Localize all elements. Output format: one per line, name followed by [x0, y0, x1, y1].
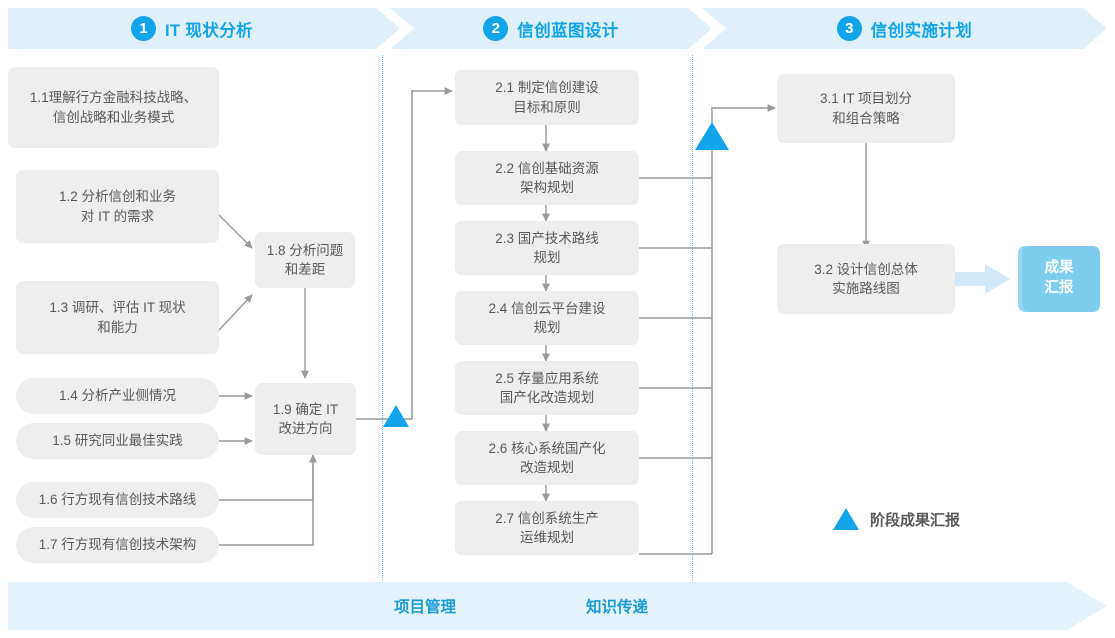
phase-divider-1-2: [382, 55, 383, 580]
milestone-triangle-icon: [833, 508, 859, 530]
phase-1-label: IT 现状分析: [164, 21, 254, 40]
task-2-4[interactable]: 2.4 信创云平台建设 规划: [455, 291, 639, 345]
task-2-6[interactable]: 2.6 核心系统国产化 改造规划: [455, 431, 639, 485]
legend-label: 阶段成果汇报: [870, 511, 961, 529]
task-3-2[interactable]: 3.2 设计信创总体 实施路线图: [777, 244, 955, 314]
task-2-3[interactable]: 2.3 国产技术路线 规划: [455, 221, 639, 275]
phase-2-label: 信创蓝图设计: [517, 21, 619, 40]
task-1-3[interactable]: 1.3 调研、评估 IT 现状 和能力: [16, 281, 219, 354]
swimlane-item-project-management[interactable]: 项目管理: [394, 599, 457, 616]
task-2-5[interactable]: 2.5 存量应用系统 国产化改造规划: [455, 361, 639, 415]
deliverable-arrow: [952, 264, 1010, 294]
phase-header-1: 1 IT 现状分析: [8, 8, 400, 49]
task-1-7[interactable]: 1.7 行方现有信创技术架构: [16, 527, 219, 563]
task-1-1[interactable]: 1.1理解行方金融科技战略、 信创战略和业务模式: [8, 67, 219, 148]
phase-header-3-bg: [702, 8, 1107, 49]
milestone-triangle-phase2: [695, 122, 729, 150]
phase-divider-2-3: [692, 55, 693, 580]
task-1-8[interactable]: 1.8 分析问题 和差距: [255, 232, 355, 288]
milestone-triangle-phase1: [383, 405, 409, 427]
bottom-swimlane: 项目管理 知识传递: [8, 582, 1107, 630]
task-2-2[interactable]: 2.2 信创基础资源 架构规划: [455, 151, 639, 205]
phase-1-number: 1: [130, 16, 156, 41]
deliverable-badge[interactable]: 成果 汇报: [1018, 246, 1100, 312]
swimlane-item-knowledge-transfer[interactable]: 知识传递: [586, 599, 649, 616]
task-2-7[interactable]: 2.7 信创系统生产 运维规划: [455, 501, 639, 555]
phase-2-number: 2: [483, 16, 509, 41]
legend: 阶段成果汇报: [833, 508, 960, 530]
task-1-6[interactable]: 1.6 行方现有信创技术路线: [16, 482, 219, 518]
phase-3-number: 3: [836, 16, 862, 41]
task-1-4[interactable]: 1.4 分析产业侧情况: [16, 378, 219, 414]
phase-header-3: 3 信创实施计划: [702, 8, 1107, 49]
phase-header-2: 2 信创蓝图设计: [390, 8, 712, 49]
task-2-1[interactable]: 2.1 制定信创建设 目标和原则: [455, 70, 639, 125]
task-1-5[interactable]: 1.5 研究同业最佳实践: [16, 423, 219, 459]
task-3-1[interactable]: 3.1 IT 项目划分 和组合策略: [777, 74, 955, 143]
task-1-2[interactable]: 1.2 分析信创和业务 对 IT 的需求: [16, 170, 219, 243]
phase-3-label: 信创实施计划: [870, 21, 973, 40]
phase-header-2-bg: [390, 8, 712, 49]
phase-header-1-bg: [8, 8, 400, 49]
bottom-swimlane-bg: [8, 582, 1107, 630]
task-1-9[interactable]: 1.9 确定 IT 改进方向: [255, 383, 356, 455]
